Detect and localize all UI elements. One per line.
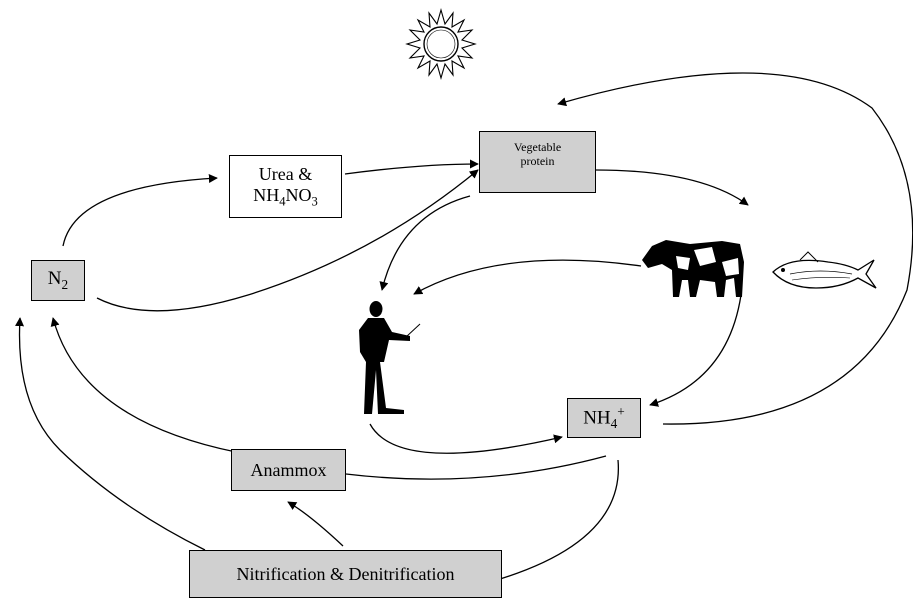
- nitrification-label: Nitrification & Denitrification: [236, 563, 455, 584]
- arrow-cow-to-human: [413, 259, 642, 295]
- arrow-anammox-to-n2: [50, 317, 237, 453]
- vegetable-protein-label-line1: Vegetable: [513, 140, 562, 155]
- cow-icon: [642, 240, 744, 297]
- urea-label-line1: Urea &: [258, 164, 313, 185]
- arrow-n2-to-urea: [62, 173, 218, 247]
- fish-icon: [772, 251, 877, 289]
- vegetable-protein-label-line2: protein: [520, 154, 555, 168]
- arrow-vegetable-protein-to-human: [379, 195, 471, 291]
- arrow-nitrification-to-n2: [15, 317, 206, 551]
- urea-formula: NH4NO3: [253, 184, 318, 209]
- anammox-box: Anammox: [231, 449, 346, 491]
- arrow-human-to-nh4: [369, 423, 563, 454]
- arrow-nh4-to-nitrification: [499, 459, 619, 580]
- anammox-label: Anammox: [250, 459, 327, 480]
- arrow-urea-to-vegetable-protein: [344, 159, 479, 175]
- arrow-animals-to-nh4: [649, 294, 742, 407]
- arrow-nh4-to-vegetable-protein: [557, 72, 913, 425]
- nitrification-box: Nitrification & Denitrification: [189, 550, 502, 598]
- arrow-nh4-to-anammox: [345, 455, 607, 480]
- urea-box: Urea & NH4NO3: [229, 155, 342, 218]
- person-icon: [359, 301, 421, 414]
- arrow-n2-to-vegetable-protein: [96, 169, 479, 312]
- vegetable-protein-box: Vegetable protein: [479, 131, 596, 193]
- nh4-label: NH4+: [583, 404, 625, 432]
- n2-box: N2: [31, 260, 85, 301]
- arrow-nitrification-to-anammox: [287, 501, 344, 547]
- sun-icon: [405, 7, 477, 81]
- arrow-vegetable-protein-to-animals: [595, 169, 749, 206]
- n2-label: N2: [47, 268, 69, 293]
- nh4-box: NH4+: [567, 398, 641, 438]
